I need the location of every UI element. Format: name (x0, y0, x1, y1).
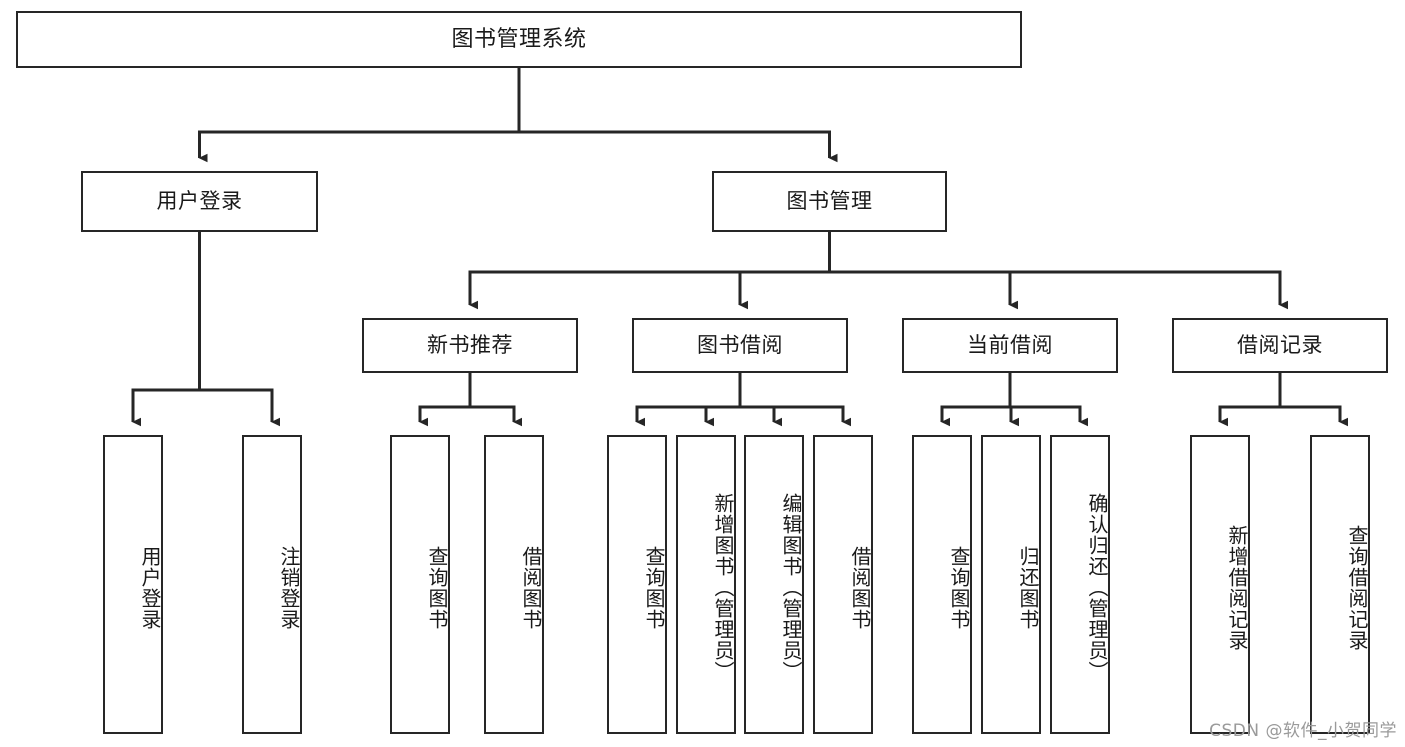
node-level3-0[interactable]: 新书推荐 (362, 318, 578, 373)
connector (519, 130, 838, 163)
connector (1009, 405, 1020, 427)
node-level3-2[interactable]: 当前借阅 (902, 318, 1118, 373)
node-label: 查询借阅记录 (1345, 524, 1369, 651)
node-label: 确认归还（管理员） (1085, 493, 1109, 682)
node-leaf-12[interactable]: 查询借阅记录 (1310, 435, 1370, 734)
node-label: 注销登录 (277, 545, 301, 630)
node-leaf-2[interactable]: 查询图书 (390, 435, 450, 734)
node-leaf-0[interactable]: 用户登录 (103, 435, 163, 734)
connector (1218, 405, 1280, 427)
connector (829, 270, 1019, 310)
node-label: 借阅图书 (519, 545, 543, 630)
connector (468, 270, 830, 310)
node-label: 借阅图书 (848, 545, 872, 630)
node-label: 查询图书 (425, 545, 449, 630)
node-label: 用户登录 (156, 189, 243, 214)
node-leaf-5[interactable]: 新增图书（管理员） (676, 435, 736, 734)
node-label: 图书管理系统 (451, 26, 587, 52)
node-leaf-10[interactable]: 确认归还（管理员） (1050, 435, 1110, 734)
node-leaf-7[interactable]: 借阅图书 (813, 435, 873, 734)
node-label: 查询图书 (947, 545, 971, 630)
connector (940, 405, 1010, 427)
connector (738, 270, 830, 310)
connector (635, 405, 740, 427)
connector (1280, 405, 1349, 427)
node-label: 归还图书 (1016, 545, 1040, 630)
node-leaf-4[interactable]: 查询图书 (607, 435, 667, 734)
connector (829, 270, 1289, 310)
connector (131, 388, 200, 427)
node-label: 新增图书（管理员） (711, 493, 735, 682)
node-label: 新增借阅记录 (1225, 524, 1249, 651)
node-leaf-6[interactable]: 编辑图书（管理员） (744, 435, 804, 734)
node-label: 查询图书 (642, 545, 666, 630)
node-leaf-1[interactable]: 注销登录 (242, 435, 302, 734)
node-leaf-3[interactable]: 借阅图书 (484, 435, 544, 734)
node-leaf-11[interactable]: 新增借阅记录 (1190, 435, 1250, 734)
connector (470, 405, 523, 427)
node-leaf-8[interactable]: 查询图书 (912, 435, 972, 734)
node-level2-0[interactable]: 用户登录 (81, 171, 318, 232)
node-label: 当前借阅 (967, 333, 1053, 358)
connector (740, 405, 852, 427)
node-label: 用户登录 (138, 545, 162, 630)
node-label: 图书借阅 (697, 333, 783, 358)
node-label: 借阅记录 (1237, 333, 1323, 358)
node-level3-1[interactable]: 图书借阅 (632, 318, 848, 373)
node-level3-3[interactable]: 借阅记录 (1172, 318, 1388, 373)
connector (418, 405, 470, 427)
node-level2-1[interactable]: 图书管理 (712, 171, 947, 232)
node-label: 图书管理 (786, 189, 873, 214)
node-root[interactable]: 图书管理系统 (16, 11, 1022, 68)
node-label: 新书推荐 (427, 333, 513, 358)
watermark-text: CSDN @软件_小贺同学 (1209, 721, 1397, 741)
connector (740, 405, 783, 427)
node-label: 编辑图书（管理员） (779, 493, 803, 682)
node-leaf-9[interactable]: 归还图书 (981, 435, 1041, 734)
connector (704, 405, 740, 427)
connector (198, 130, 519, 163)
connector (199, 388, 281, 427)
connector (1010, 405, 1089, 427)
